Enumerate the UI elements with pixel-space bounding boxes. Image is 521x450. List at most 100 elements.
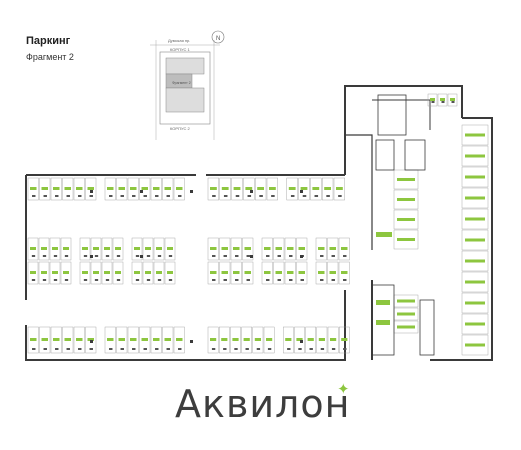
wall xyxy=(25,290,346,361)
parking-spot-number xyxy=(212,195,216,197)
parking-spot-marker xyxy=(288,187,296,190)
parking-spot xyxy=(242,237,254,261)
parking-spot xyxy=(461,145,489,167)
parking-spot-number xyxy=(132,195,136,197)
parking-spot-marker xyxy=(287,247,294,250)
parking-spot-number xyxy=(223,348,227,350)
parking-spot xyxy=(90,261,102,285)
parking-spot xyxy=(327,237,339,261)
parking-spot-marker xyxy=(210,247,217,250)
parking-spot xyxy=(39,177,51,201)
parking-spot xyxy=(104,177,116,201)
parking-spot xyxy=(461,229,489,251)
parking-spot-number xyxy=(78,348,82,350)
parking-spot xyxy=(266,177,279,201)
parking-spot-marker xyxy=(397,178,415,181)
parking-spot-number xyxy=(441,101,445,103)
parking-spot-marker xyxy=(164,187,171,190)
parking-spot-number xyxy=(245,348,249,350)
wall-inner xyxy=(345,134,373,250)
parking-spot xyxy=(263,326,275,354)
pillar xyxy=(250,255,253,258)
parking-spot-marker xyxy=(221,187,229,190)
parking-spot-marker xyxy=(465,343,485,347)
parking-spot-number xyxy=(94,279,99,281)
parking-spot xyxy=(127,177,139,201)
parking-spot-marker xyxy=(243,338,250,341)
parking-spot-number xyxy=(235,255,239,257)
parking-spot xyxy=(273,261,285,285)
room xyxy=(404,139,426,171)
page-title: Паркинг xyxy=(26,35,71,47)
parking-spot-number xyxy=(168,279,173,281)
parking-spot-number xyxy=(277,279,281,281)
parking-spot-marker xyxy=(176,338,183,341)
wall xyxy=(430,117,493,361)
parking-spot xyxy=(241,326,253,354)
parking-spot-number xyxy=(331,279,335,281)
parking-spot-marker xyxy=(465,196,485,200)
building-bottom-label: КОРПУС 2 xyxy=(170,126,190,131)
parking-spot-number xyxy=(146,255,151,257)
parking-spot-number xyxy=(271,195,275,197)
parking-spot-marker xyxy=(76,338,83,341)
parking-spot xyxy=(393,189,419,210)
parking-spot xyxy=(393,229,419,250)
parking-spot xyxy=(79,237,91,261)
parking-spot-number xyxy=(146,279,151,281)
parking-spot xyxy=(327,326,339,354)
parking-spot xyxy=(461,271,489,293)
parking-spot xyxy=(127,326,139,354)
parking-spot-marker xyxy=(41,271,47,274)
parking-spot-number xyxy=(132,348,136,350)
parking-spot-number xyxy=(290,195,295,197)
parking-spot xyxy=(294,326,305,354)
brand-logo-text: Аквилон xyxy=(175,382,351,426)
parking-spot-number xyxy=(178,348,182,350)
parking-spot-number xyxy=(31,255,36,257)
parking-spot-number xyxy=(105,255,110,257)
parking-spot-marker xyxy=(465,154,485,158)
parking-spot xyxy=(231,177,243,201)
parking-spot-marker xyxy=(104,247,110,250)
parking-spot-marker xyxy=(221,247,228,250)
parking-spot-number xyxy=(109,195,113,197)
parking-spot-marker xyxy=(300,187,308,190)
parking-spot xyxy=(242,261,254,285)
parking-spot xyxy=(284,261,296,285)
parking-spot xyxy=(461,292,489,314)
parking-spot xyxy=(73,326,85,354)
parking-spot-marker xyxy=(107,338,114,341)
pillar xyxy=(300,255,303,258)
parking-spot-marker xyxy=(41,247,47,250)
parking-spot-marker xyxy=(76,187,83,190)
parking-spot-marker xyxy=(341,247,348,250)
parking-spot-marker xyxy=(298,247,305,250)
parking-spot-marker xyxy=(30,187,37,190)
parking-spot-marker xyxy=(336,187,343,190)
parking-spot xyxy=(142,237,154,261)
parking-spot-marker xyxy=(167,247,173,250)
pillar xyxy=(250,190,253,193)
parking-spot-number xyxy=(42,255,47,257)
parking-spot xyxy=(261,261,273,285)
parking-spot-number xyxy=(246,279,250,281)
parking-spot-marker xyxy=(30,338,37,341)
parking-spot-marker xyxy=(164,338,171,341)
parking-spot-number xyxy=(256,348,261,350)
pillar xyxy=(300,340,303,343)
parking-spot xyxy=(461,250,489,272)
parking-spot-marker xyxy=(167,271,173,274)
parking-spot xyxy=(230,237,242,261)
parking-spot xyxy=(27,177,39,201)
parking-spot-marker xyxy=(145,247,151,250)
parking-spot-number xyxy=(42,279,47,281)
parking-spot xyxy=(101,237,113,261)
parking-spot xyxy=(85,177,97,201)
parking-spot-marker xyxy=(153,338,160,341)
pillar xyxy=(140,190,143,193)
parking-spot-number xyxy=(302,195,307,197)
parking-spot xyxy=(49,261,61,285)
